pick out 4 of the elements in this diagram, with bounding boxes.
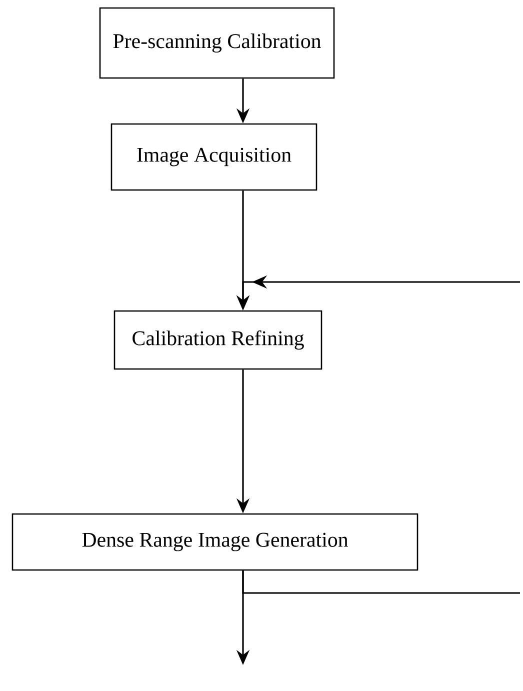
process-box: Pre-scanning Calibration xyxy=(99,7,335,79)
process-box: Calibration Refining xyxy=(114,310,322,370)
process-box: Dense Range Image Generation xyxy=(12,513,418,571)
process-box: Image Acquisition xyxy=(110,123,318,191)
